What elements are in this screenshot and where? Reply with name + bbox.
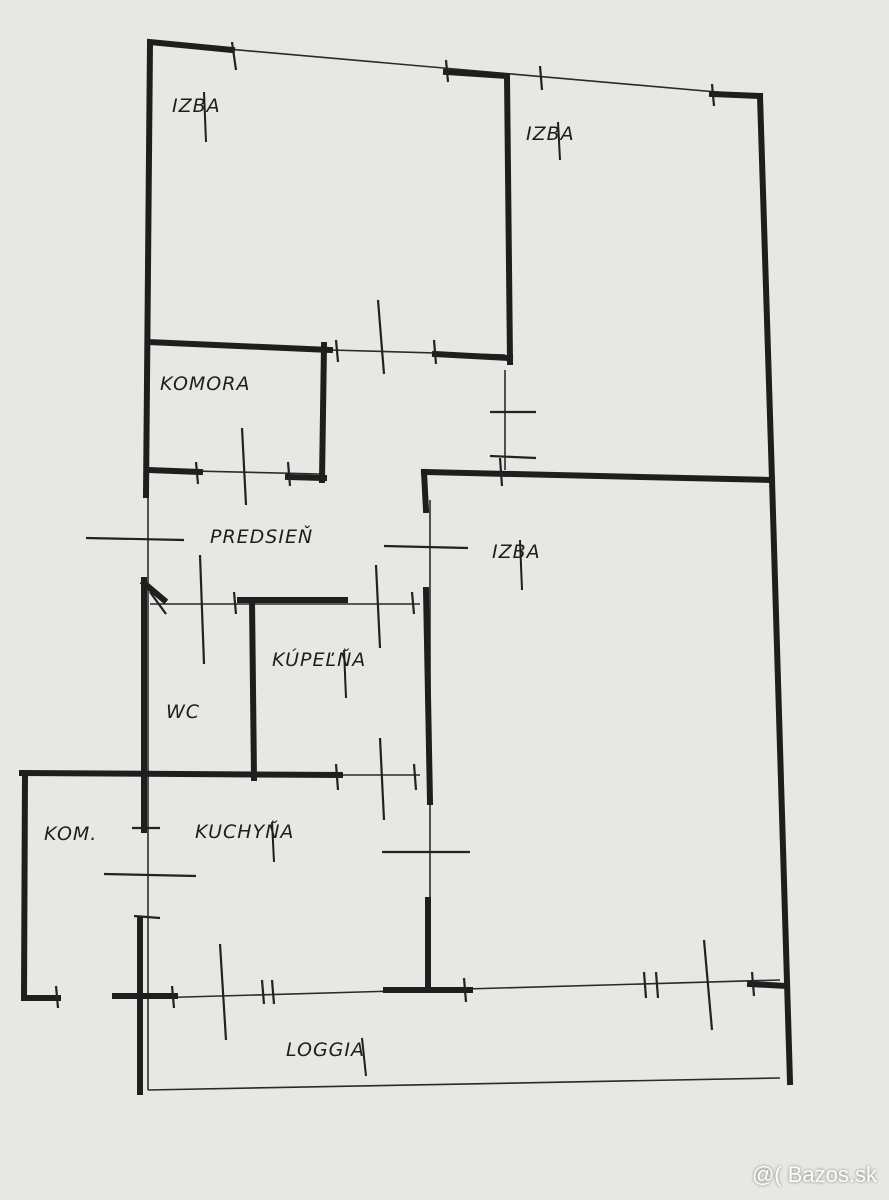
wall-kupelna-left [248,596,258,782]
wall-kitchen-top [18,769,344,779]
room-labels: IZBA IZBA KOMORA PREDSIEŇ IZBA KÚPEĽŇA W… [44,91,575,1077]
label-kuchyna: KUCHYŇA [195,820,294,843]
wall-komora-top [144,338,334,354]
wall-hall-stub-left [139,578,169,605]
wall-kupelna-right [422,586,434,806]
label-izba-top-left: IZBA [172,95,221,117]
label-wc: WC [166,701,200,723]
wall-komora-right [318,341,328,484]
label-izba-right: IZBA [492,541,541,563]
wall-izba-divider [442,68,514,366]
wall-kom-left [20,769,29,1002]
wall-komora-bottom-b [284,473,328,482]
openings [54,41,756,1041]
wall-izba-right-top [420,468,776,484]
label-kom: KOM. [44,823,97,845]
wall-izba-bottom-stub [431,350,514,362]
label-izba-top-right: IZBA [526,123,575,145]
wall-loggia-right-stub [746,980,790,990]
outer-thin-lines [147,41,781,1091]
watermark-bazos: @( Bazos.sk [751,1162,877,1187]
label-komora: KOMORA [160,373,250,395]
label-loggia: LOGGIA [286,1039,365,1061]
wall-komora-bottom-a [144,466,204,476]
wall-right-upper [756,92,776,484]
walls [18,38,794,1095]
wall-top-right-corner [708,90,764,100]
wall-predsien-right [420,468,430,514]
wall-right-lower [768,476,794,1086]
label-kupelna: KÚPEĽŇA [272,647,366,671]
label-predsien: PREDSIEŇ [210,525,313,548]
